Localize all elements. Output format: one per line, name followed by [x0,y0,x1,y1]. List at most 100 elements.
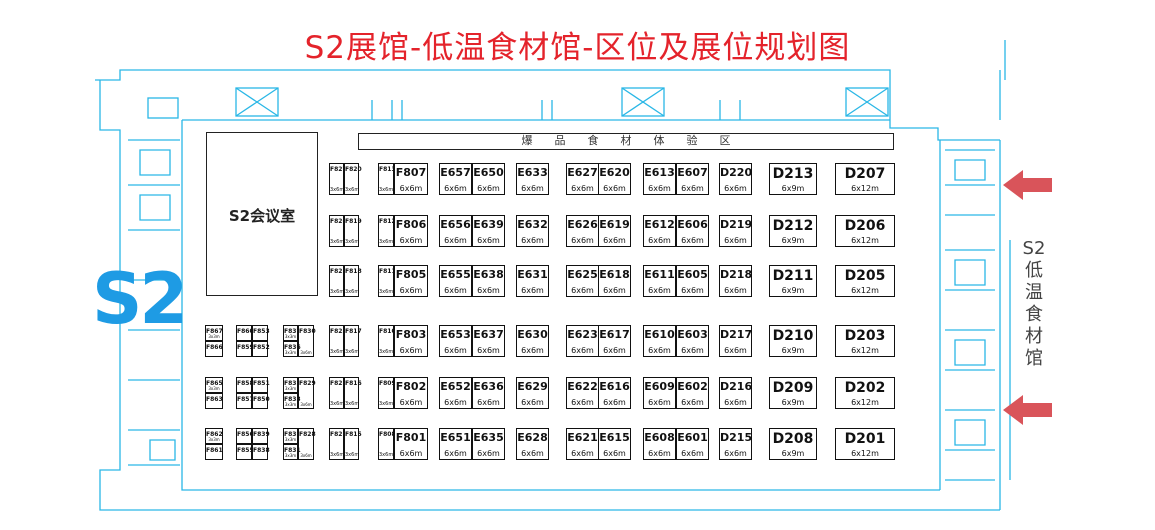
booth[interactable]: F853 [252,325,270,341]
booth[interactable]: F851 [252,377,270,393]
booth[interactable]: F855 [236,444,254,460]
booth[interactable]: F838 [252,444,270,460]
booth[interactable]: F839 [252,428,270,444]
booth[interactable]: F861 [205,444,223,460]
booth[interactable]: F852 [252,341,270,357]
booth[interactable]: F857 [236,393,254,409]
booth[interactable]: F863 [205,393,223,409]
booth[interactable]: F860 [236,325,254,341]
booth[interactable]: F850 [252,393,270,409]
booth[interactable]: F856 [236,428,254,444]
booth[interactable]: F866 [205,341,223,357]
booth[interactable]: F858 [236,377,254,393]
